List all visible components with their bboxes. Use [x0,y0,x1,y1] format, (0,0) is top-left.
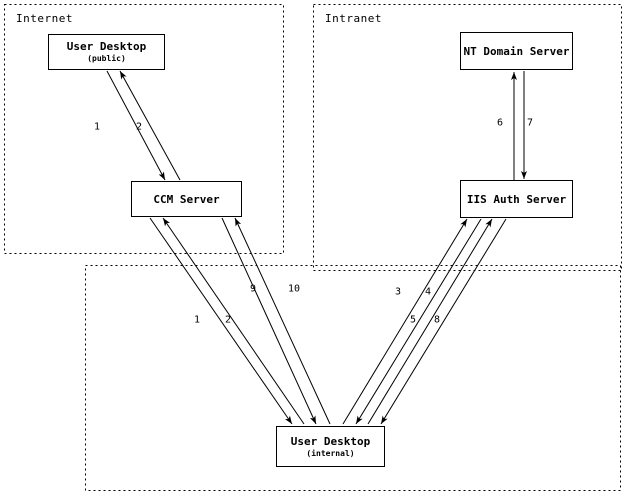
edge-label-e3: 3 [394,286,402,298]
edge-1-ccm-server-to-user-desktop-internal [149,217,293,425]
node-user-desktop-internal[interactable]: User Desktop(internal) [276,426,385,467]
edge-2-ccm-server-to-user-desktop-public [119,70,181,181]
edge-label-e4: 4 [424,286,432,298]
zone-borders-layer [4,4,622,491]
edge-5-user-desktop-internal-to-iis-auth-server [367,218,493,425]
node-nt-domain-server[interactable]: NT Domain Server [460,32,573,70]
node-title-ccm-server: CCM Server [153,192,220,206]
edge-3-user-desktop-internal-to-iis-auth-server [342,218,468,425]
edge-label-e9: 9 [249,283,257,295]
edge-10-user-desktop-internal-to-ccm-server [234,217,331,425]
node-subtitle-user-desktop-internal: (internal) [306,448,355,458]
node-title-user-desktop-public: User Desktop [66,40,147,53]
edge-label-e2b: 2 [224,314,232,326]
node-user-desktop-public[interactable]: User Desktop(public) [48,34,165,70]
zone-border-internet [4,4,284,254]
edge-9-ccm-server-to-user-desktop-internal [221,217,317,425]
node-subtitle-user-desktop-public: (public) [87,54,126,63]
edge-4-iis-auth-server-to-user-desktop-internal [355,218,482,425]
node-title-nt-domain-server: NT Domain Server [463,44,570,58]
edge-label-e5: 5 [409,314,417,326]
zone-label-intranet: Intranet [325,12,382,25]
edge-label-e10: 10 [287,283,301,295]
edge-2-user-desktop-internal-to-ccm-server [162,217,305,425]
edge-8-iis-auth-server-to-user-desktop-internal [380,218,507,425]
node-iis-auth-server[interactable]: IIS Auth Server [460,180,573,218]
node-title-iis-auth-server: IIS Auth Server [466,192,567,206]
node-ccm-server[interactable]: CCM Server [131,181,242,217]
edges-layer [106,70,527,425]
edge-label-e1b: 1 [193,314,201,326]
edge-1-user-desktop-public-to-ccm-server [106,70,166,181]
edge-label-e7: 7 [526,117,534,129]
edge-label-e6: 6 [496,117,504,129]
edge-label-e8: 8 [433,314,441,326]
zone-label-internet: Internet [16,12,73,25]
edge-label-e2: 2 [135,121,143,133]
edge-label-e1: 1 [93,121,101,133]
node-title-user-desktop-internal: User Desktop [290,434,371,448]
zone-border-intranet [313,4,622,271]
